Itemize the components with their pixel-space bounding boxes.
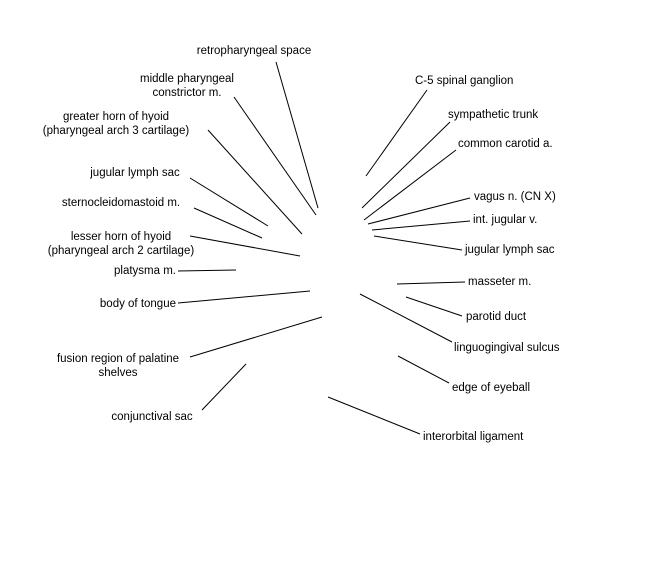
label-jugular-lymph-sac-left: jugular lymph sac xyxy=(90,167,180,179)
leader-fusion-region xyxy=(189,316,323,358)
label-edge-of-eyeball: edge of eyeball xyxy=(452,382,531,394)
leader-lesser-horn-of-hyoid xyxy=(189,235,301,257)
label-retropharyngeal-space: retropharyngeal space xyxy=(196,45,312,57)
label-parotid-duct: parotid duct xyxy=(466,311,527,323)
label-jugular-lymph-sac-right: jugular lymph sac xyxy=(465,244,555,256)
label-c5-spinal-ganglion: C-5 spinal ganglion xyxy=(415,75,514,87)
label-masseter: masseter m. xyxy=(468,276,532,288)
leader-body-of-tongue xyxy=(177,290,311,304)
leader-greater-horn-of-hyoid xyxy=(207,129,303,235)
leader-middle-pharyngeal-constrictor xyxy=(233,96,317,216)
leader-platysma xyxy=(177,269,237,272)
label-conjunctival-sac: conjunctival sac xyxy=(111,411,193,423)
label-vagus-nerve: vagus n. (CN X) xyxy=(474,191,556,203)
leader-conjunctival-sac xyxy=(201,363,247,411)
leader-interorbital-ligament xyxy=(327,396,421,435)
label-sympathetic-trunk: sympathetic trunk xyxy=(448,109,539,121)
label-interorbital-ligament: interorbital ligament xyxy=(423,431,524,443)
label-internal-jugular-vein: int. jugular v. xyxy=(473,214,538,226)
label-fusion-region-of-palatine-shelves: fusion region of palatine shelves xyxy=(56,353,180,379)
leader-sternocleidomastoid xyxy=(193,207,263,239)
leader-edge-of-eyeball xyxy=(397,355,450,384)
label-common-carotid-artery: common carotid a. xyxy=(458,138,553,150)
label-platysma: platysma m. xyxy=(114,265,176,277)
label-linguogingival-sulcus: linguogingival sulcus xyxy=(454,342,560,354)
leader-jugular-lymph-sac-right xyxy=(373,235,463,251)
leader-parotid-duct xyxy=(405,296,463,317)
leader-int-jugular xyxy=(371,220,471,231)
leader-vagus-nerve xyxy=(367,197,471,225)
leader-linguogingival-sulcus xyxy=(359,293,453,343)
label-lesser-horn-of-hyoid: lesser horn of hyoid (pharyngeal arch 2 … xyxy=(47,231,195,257)
label-body-of-tongue: body of tongue xyxy=(99,298,176,310)
label-greater-horn-of-hyoid: greater horn of hyoid (pharyngeal arch 3… xyxy=(42,111,190,137)
leader-retropharyngeal-space xyxy=(275,61,319,209)
label-middle-pharyngeal-constrictor: middle pharyngeal constrictor m. xyxy=(140,73,234,99)
leader-c5-spinal-ganglion xyxy=(365,89,428,177)
leader-sympathetic-trunk xyxy=(361,121,451,209)
leader-common-carotid xyxy=(363,149,457,221)
leader-jugular-lymph-sac-left xyxy=(189,177,269,227)
leader-masseter xyxy=(396,281,466,285)
label-sternocleidomastoid: sternocleidomastoid m. xyxy=(61,197,181,209)
